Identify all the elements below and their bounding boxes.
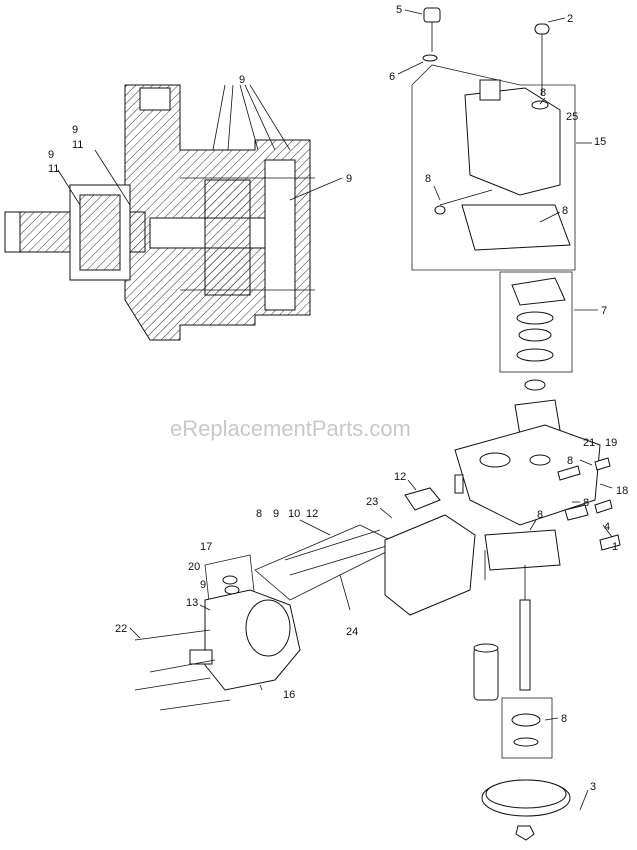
callout-7: 7 <box>601 305 607 317</box>
callout-8-fitting: 8 <box>583 497 589 509</box>
callout-11-left: 11 <box>72 139 83 151</box>
callout-8-center: 8 <box>537 509 543 521</box>
callout-9-group: 9 <box>239 74 245 86</box>
callout-2: 2 <box>567 13 573 25</box>
callout-10: 10 <box>288 508 300 520</box>
callout-22: 22 <box>115 623 127 635</box>
callout-21: 21 <box>583 437 595 449</box>
callout-8-gasket: 8 <box>562 205 568 217</box>
bearing-kit-group <box>499 271 573 373</box>
callout-17: 17 <box>200 541 212 553</box>
watermark-text: eReplacementParts.com <box>170 416 411 441</box>
callout-4: 4 <box>604 521 610 533</box>
callout-24: 24 <box>346 626 358 638</box>
callout-9-far-left: 9 <box>48 149 54 161</box>
callout-9-motor: 9 <box>200 579 206 591</box>
motor-tube-group <box>134 487 476 711</box>
callout-6: 6 <box>389 71 395 83</box>
callout-15: 15 <box>594 136 606 148</box>
callout-12-tubes: 12 <box>306 508 318 520</box>
callout-9-right: 9 <box>346 173 352 185</box>
leader-lines <box>57 9 613 811</box>
callout-9-tubes: 9 <box>273 508 279 520</box>
reservoir-housing-group <box>411 7 576 271</box>
callout-8-bearing: 8 <box>561 713 567 725</box>
callout-23: 23 <box>366 496 378 508</box>
callout-3: 3 <box>590 781 596 793</box>
callout-1: 1 <box>612 541 618 553</box>
callout-11-far-left: 11 <box>48 163 59 175</box>
callout-8-top: 8 <box>540 87 546 99</box>
center-housing-group <box>454 379 621 605</box>
callout-labels: 5 2 6 8 25 15 9 9 11 9 11 9 8 8 7 21 19 … <box>48 4 628 793</box>
callout-25: 25 <box>566 111 578 123</box>
callout-8-mid: 8 <box>425 173 431 185</box>
callout-9-left: 9 <box>72 124 78 136</box>
pump-cross-section <box>4 84 315 341</box>
callout-16: 16 <box>283 689 295 701</box>
shaft-filter-group <box>473 599 571 841</box>
callout-13: 13 <box>186 597 198 609</box>
callout-12-top: 12 <box>394 471 406 483</box>
callout-8-tubes: 8 <box>256 508 262 520</box>
callout-19: 19 <box>605 437 617 449</box>
callout-8-right: 8 <box>567 455 573 467</box>
callout-5: 5 <box>396 4 402 16</box>
callout-20: 20 <box>188 561 200 573</box>
callout-18: 18 <box>616 485 628 497</box>
